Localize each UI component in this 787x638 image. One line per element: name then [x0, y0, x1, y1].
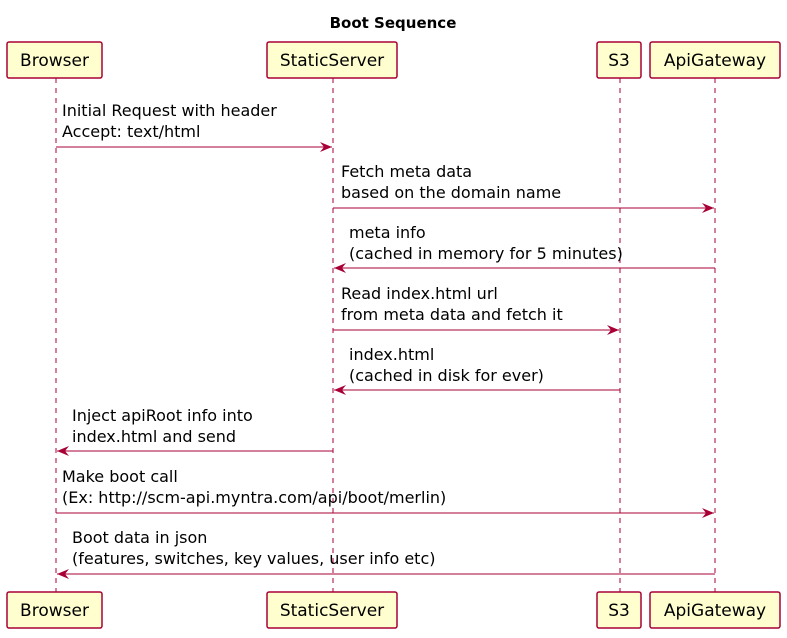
arrowhead [57, 446, 69, 456]
message-label-line: Initial Request with header [62, 101, 277, 120]
message-1: Initial Request with header Accept: text… [56, 101, 332, 152]
message-label-line: (cached in memory for 5 minutes) [349, 244, 623, 263]
message-6: Inject apiRoot info into index.html and … [57, 406, 333, 456]
participant-label: Browser [20, 51, 89, 71]
arrowhead [320, 142, 332, 152]
message-label-line: Read index.html url [341, 284, 498, 303]
participant-s3-bottom: S3 [596, 591, 642, 629]
message-label-line: from meta data and fetch it [341, 305, 563, 324]
message-label-line: Boot data in json [72, 528, 207, 547]
arrowhead [334, 385, 346, 395]
participant-staticserver-bottom: StaticServer [266, 591, 398, 629]
participant-browser-top: Browser [6, 41, 103, 79]
message-4: Read index.html url from meta data and f… [333, 284, 619, 335]
participant-label: S3 [608, 51, 630, 71]
message-label-line: (features, switches, key values, user in… [72, 549, 435, 568]
message-label-line: (Ex: http://scm-api.myntra.com/api/boot/… [62, 488, 446, 507]
arrowhead [57, 569, 69, 579]
message-label-line: (cached in disk for ever) [349, 366, 544, 385]
message-label-line: Make boot call [62, 467, 178, 486]
message-7: Make boot call (Ex: http://scm-api.myntr… [56, 467, 714, 518]
arrowhead [334, 263, 346, 273]
message-5: index.html (cached in disk for ever) [334, 345, 620, 395]
arrowhead [607, 325, 619, 335]
participant-label: StaticServer [280, 51, 384, 71]
message-label-line: Inject apiRoot info into [72, 406, 253, 425]
arrowhead [702, 508, 714, 518]
participant-apigateway-top: ApiGateway [649, 41, 781, 79]
arrowhead [702, 203, 714, 213]
message-label-line: index.html and send [72, 427, 236, 446]
participant-s3-top: S3 [596, 41, 642, 79]
participant-label: S3 [608, 601, 630, 621]
participant-label: StaticServer [280, 601, 384, 621]
participant-label: ApiGateway [664, 51, 766, 71]
message-label-line: Accept: text/html [62, 122, 200, 141]
participant-apigateway-bottom: ApiGateway [649, 591, 781, 629]
message-3: meta info (cached in memory for 5 minute… [334, 223, 715, 273]
message-label-line: Fetch meta data [341, 162, 472, 181]
participant-label: Browser [20, 601, 89, 621]
message-label-line: index.html [349, 345, 434, 364]
message-label-line: based on the domain name [341, 183, 561, 202]
diagram-title: Boot Sequence [330, 14, 457, 32]
message-2: Fetch meta data based on the domain name [333, 162, 714, 213]
message-8: Boot data in json (features, switches, k… [57, 528, 715, 579]
participant-browser-bottom: Browser [6, 591, 103, 629]
message-label-line: meta info [349, 223, 426, 242]
participant-label: ApiGateway [664, 601, 766, 621]
participant-staticserver-top: StaticServer [266, 41, 398, 79]
